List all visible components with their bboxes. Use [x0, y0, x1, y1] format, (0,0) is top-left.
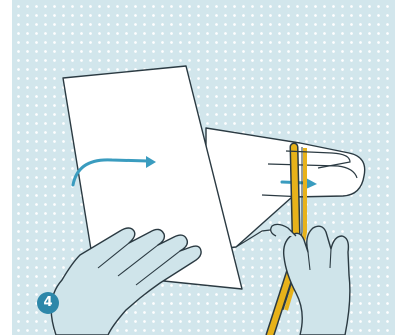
- step-number-badge: 4: [37, 292, 59, 314]
- right-gloved-hand: [284, 226, 350, 335]
